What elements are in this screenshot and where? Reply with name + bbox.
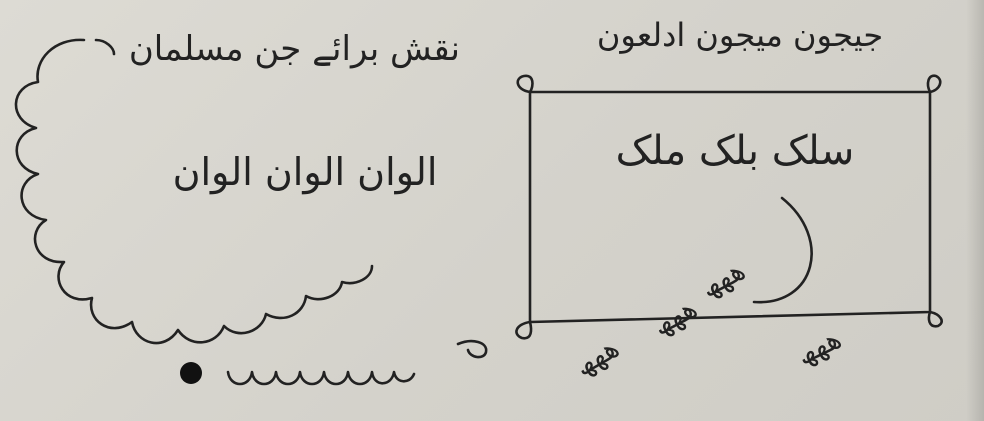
paper-edge-shadow [966,0,984,421]
scalloped-arc-left [14,38,374,345]
left-motif-text: الوان الوان الوان [172,150,438,194]
corner-loop-bottom-left [515,320,533,340]
corner-loop-top-right [926,74,942,94]
curve-end-loop [456,339,488,359]
right-motif-text: سلک بلک ملک [615,128,855,174]
scallop-bottom-row [226,370,416,386]
left-motif-title: نقش برائے جن مسلمان [128,29,460,69]
ink-dot [180,362,202,384]
right-motif-title: جیجون میجون ادلعون [596,16,884,54]
inner-arc [752,196,813,304]
corner-loop-bottom-right [927,310,943,328]
corner-loop-top-left [516,74,534,94]
